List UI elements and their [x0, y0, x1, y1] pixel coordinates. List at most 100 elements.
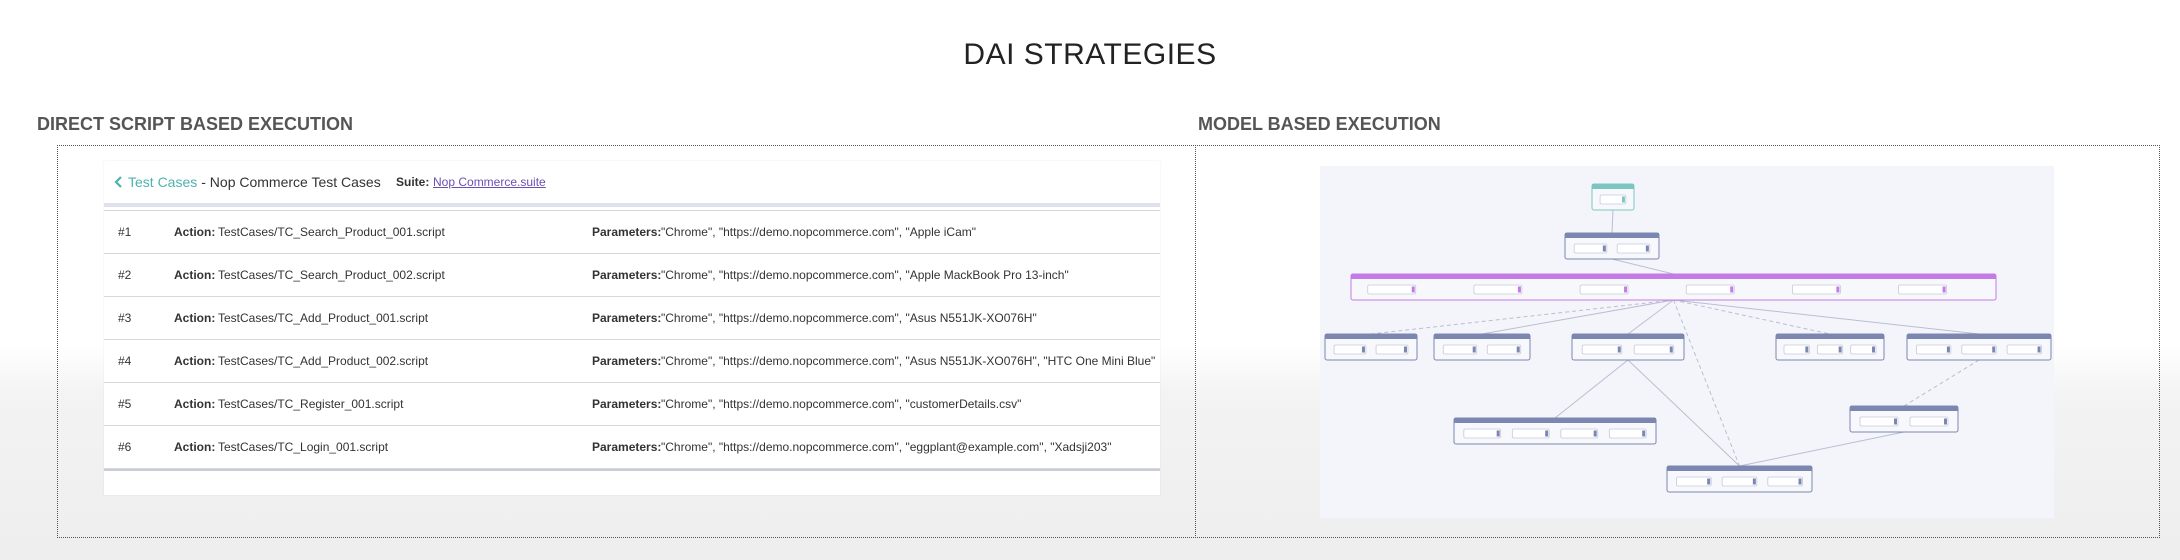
action-chip [1676, 476, 1712, 487]
action-chip [1859, 416, 1899, 427]
right-section-heading: MODEL BASED EXECUTION [1198, 114, 1441, 134]
action-chip [1608, 428, 1647, 439]
row-number: #1 [118, 225, 132, 239]
back-to-test-cases-link[interactable]: Test Cases - Nop Commerce Test Cases [114, 174, 381, 190]
parameters-label: Parameters: [592, 354, 662, 368]
action-chip [1367, 284, 1417, 295]
transition-edge [1611, 209, 1614, 234]
test-case-row[interactable]: #3 Action:TestCases/TC_Add_Product_001.sc… [104, 297, 1160, 340]
state-node-header [1351, 274, 1996, 279]
parameters-value: "Chrome", "https://demo.nopcommerce.com"… [661, 354, 1156, 368]
list-footer-divider [104, 469, 1160, 471]
action-script-path: TestCases/TC_Add_Product_001.script [218, 311, 429, 325]
action-chip-port [1669, 346, 1673, 353]
action-chip [1486, 344, 1522, 355]
test-case-row[interactable]: #4 Action:TestCases/TC_Add_Product_002.sc… [104, 340, 1160, 383]
action-chip [1767, 476, 1803, 487]
transition-edge [1627, 299, 1674, 335]
action-chip-port [1361, 346, 1365, 353]
action-chip-port [1617, 346, 1621, 353]
action-chip [1579, 284, 1629, 295]
state-node-header [1592, 184, 1634, 189]
transition-edge [1673, 299, 1980, 335]
row-number: #6 [118, 440, 132, 454]
action-chip [1792, 284, 1841, 295]
model-diagram-panel [1320, 166, 2054, 518]
action-chip [1783, 344, 1810, 355]
action-chip [1442, 344, 1478, 355]
parameters-value: "Chrome", "https://demo.nopcommerce.com"… [661, 440, 1112, 454]
test-suite-panel: Test Cases - Nop Commerce Test Cases Sui… [104, 161, 1160, 495]
action-chip [1850, 344, 1877, 355]
row-number: #3 [118, 311, 132, 325]
transition-edge [1370, 299, 1674, 335]
action-chip-port [1642, 430, 1646, 437]
action-chip-port [1645, 245, 1649, 252]
state-node-header [1434, 334, 1530, 339]
action-chip-port [1894, 418, 1897, 425]
model-execution-frame [1195, 145, 2160, 538]
transition-edge [1611, 258, 1674, 275]
action-chip-port [1496, 430, 1500, 437]
action-script-path: TestCases/TC_Register_001.script [218, 397, 404, 411]
action-chip-port [2037, 346, 2041, 353]
back-link-label: Test Cases [128, 174, 198, 190]
action-label: Action: [174, 354, 216, 368]
action-chip [1573, 243, 1608, 254]
action-chip [1898, 284, 1947, 295]
test-suite-header: Test Cases - Nop Commerce Test Cases Sui… [104, 161, 1160, 207]
action-label: Action: [174, 311, 216, 325]
action-script-path: TestCases/TC_Add_Product_002.script [218, 354, 429, 368]
action-chip-port [1593, 430, 1597, 437]
action-chip [1375, 344, 1409, 355]
action-label: Action: [174, 268, 216, 282]
action-chip-port [1805, 346, 1809, 353]
parameters-label: Parameters: [592, 311, 662, 325]
action-script-path: TestCases/TC_Search_Product_002.script [218, 268, 445, 282]
action-chip [1333, 344, 1367, 355]
action-chip [1909, 416, 1949, 427]
action-chip [1511, 428, 1550, 439]
suite-title: - Nop Commerce Test Cases [201, 174, 381, 190]
action-chip-port [1707, 478, 1711, 485]
action-chip-port [1517, 286, 1521, 293]
transition-edge [1627, 359, 1740, 467]
action-chip [1816, 344, 1844, 355]
action-chip-port [1516, 346, 1520, 353]
action-chip [1721, 476, 1758, 487]
action-chip-port [1836, 286, 1840, 293]
parameters-label: Parameters: [592, 225, 662, 239]
parameters-label: Parameters: [592, 268, 662, 282]
action-chip-port [1602, 245, 1606, 252]
action-chip-port [1944, 418, 1947, 425]
parameters-label: Parameters: [592, 440, 662, 454]
parameters-label: Parameters: [592, 397, 662, 411]
action-chip [1581, 344, 1623, 355]
parameters-value: "Chrome", "https://demo.nopcommerce.com"… [661, 268, 1069, 282]
action-chip [1616, 243, 1651, 254]
action-label: Action: [174, 397, 216, 411]
row-number: #4 [118, 354, 132, 368]
action-chip [2006, 344, 2042, 355]
action-chip-port [1545, 430, 1549, 437]
action-chip-port [1624, 286, 1628, 293]
transition-edge [1481, 299, 1674, 335]
action-script-path: TestCases/TC_Login_001.script [218, 440, 389, 454]
action-chip [1633, 344, 1675, 355]
action-chip-port [1798, 478, 1802, 485]
action-chip-port [1992, 346, 1996, 353]
action-chip [1685, 284, 1735, 295]
transition-edge [1673, 299, 1831, 335]
action-chip [1560, 428, 1599, 439]
suite-file-link[interactable]: Nop Commerce.suite [433, 175, 546, 189]
state-node-header [1565, 233, 1659, 238]
transition-edge [1554, 359, 1629, 419]
state-node-header [1667, 466, 1812, 471]
action-chip-port [1411, 286, 1415, 293]
action-chip [1961, 344, 1997, 355]
action-chip [1473, 284, 1523, 295]
